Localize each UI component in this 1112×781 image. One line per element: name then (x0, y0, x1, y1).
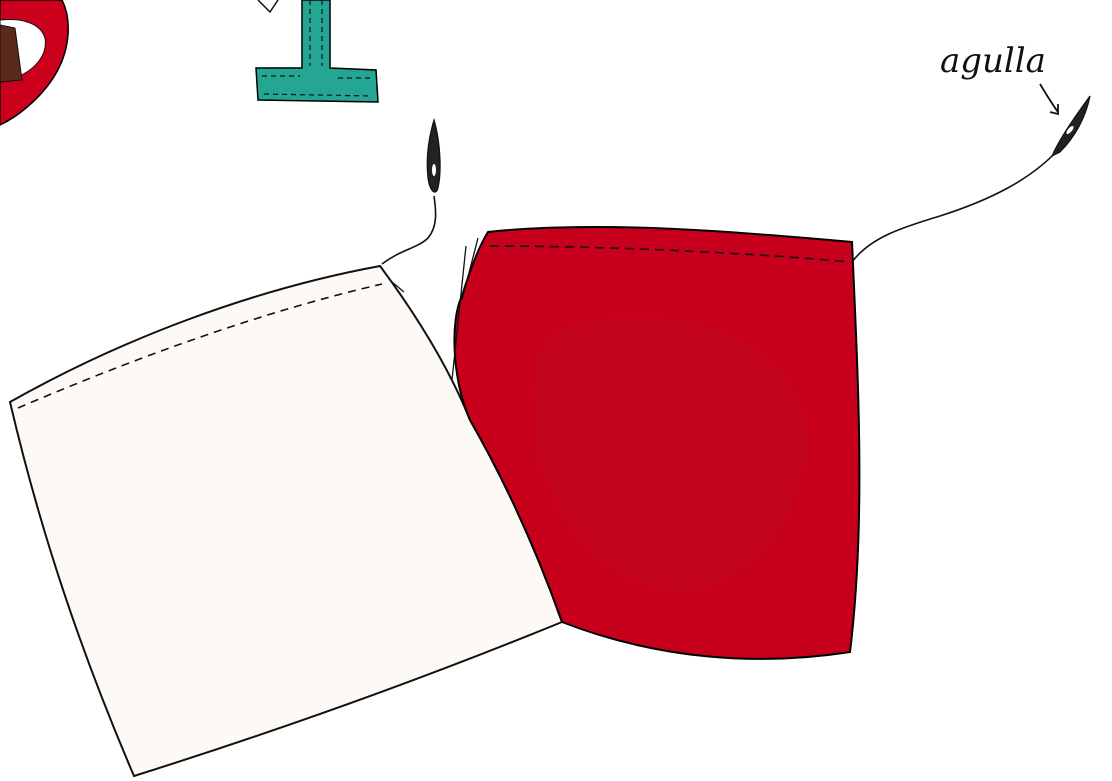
needle-label: agulla (940, 41, 1046, 81)
right-needle (852, 96, 1090, 262)
top-left-partial-shape (0, 0, 68, 125)
thread (382, 196, 436, 264)
arrow-icon (1040, 84, 1058, 114)
teal-t-shape (256, 0, 378, 102)
thread (852, 150, 1058, 262)
left-needle (382, 120, 440, 264)
needle-annotation: agulla (940, 41, 1058, 114)
arrow-icon (258, 0, 278, 12)
needle-icon (427, 120, 440, 192)
